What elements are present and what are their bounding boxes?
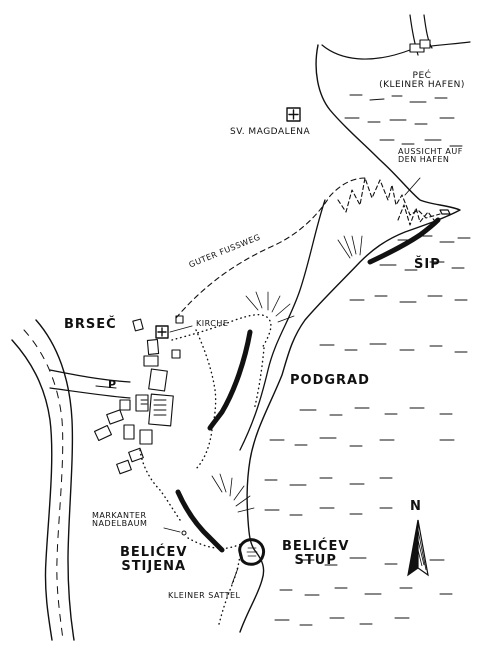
- coast-offshore: [321, 41, 471, 60]
- label-aussicht-2: DEN HAFEN: [398, 155, 450, 165]
- parking-line: [95, 385, 117, 389]
- nadelbaum-marker: [181, 530, 187, 536]
- label-belicev-stup-1: BELIĆEV: [282, 539, 350, 554]
- belicev-stup-rock: [238, 538, 266, 566]
- dotted-trails: [139, 313, 272, 629]
- ridge-outline: [239, 199, 326, 451]
- main-road-edge: [35, 319, 75, 641]
- crags: [175, 217, 441, 553]
- label-nadelbaum: NADELBAUM: [92, 519, 148, 529]
- village-hatching: [140, 399, 167, 416]
- main-road: [11, 339, 53, 641]
- crag-sip: [367, 217, 441, 265]
- label-pec-group: PEĆ (KLEINER HAFEN): [372, 71, 472, 91]
- label-pec-sub: (KLEINER HAFEN): [379, 80, 465, 91]
- crag-rays: [211, 235, 363, 513]
- village-road: [49, 369, 131, 399]
- label-brsec: BRSEČ: [64, 317, 117, 332]
- label-markanter: MARKANTER: [92, 511, 147, 520]
- label-belicev-stijena-2: STIJENA: [121, 558, 187, 574]
- label-podgrad: PODGRAD: [290, 373, 370, 388]
- label-aussicht: AUSSICHT AUF: [398, 147, 463, 156]
- label-kirche: KIRCHE: [196, 319, 229, 328]
- sea-hatching: [264, 94, 471, 626]
- label-sv-magdalena: SV. MAGDALENA: [230, 127, 311, 137]
- kleiner-sattel-pointer: [231, 567, 239, 585]
- label-parking: P: [108, 378, 118, 391]
- label-nadelbaum-group: MARKANTER NADELBAUM: [92, 511, 148, 529]
- footpath-dashed: [175, 177, 366, 319]
- label-belicev-stijena: BELIĆEV STIJENA: [120, 546, 187, 573]
- village-buildings: [93, 315, 184, 475]
- nadelbaum-pointer: [163, 527, 181, 533]
- crag-belicev-stijena: [175, 489, 225, 553]
- aussicht-pointer: [404, 177, 421, 196]
- label-belicev-stup-2: STUP: [294, 552, 337, 568]
- crag-podgrad: [207, 329, 253, 431]
- label-sip: ŠIP: [414, 257, 441, 272]
- kirche-pointer: [169, 325, 193, 333]
- pec-building: [409, 39, 431, 53]
- ridge-zigzag-2: [397, 204, 435, 226]
- magdalena-chapel: [286, 107, 301, 122]
- label-kleiner-sattel: KLEINER SATTEL: [168, 591, 241, 600]
- label-belicev-stijena-1: BELIĆEV: [120, 545, 188, 560]
- north-arrow: [407, 519, 429, 577]
- label-north: N: [410, 499, 422, 514]
- ridge-zigzag: [337, 177, 441, 219]
- label-aussicht-group: AUSSICHT AUF DEN HAFEN: [398, 147, 463, 165]
- label-pec: PEĆ: [412, 71, 432, 81]
- road-centerline: [23, 329, 64, 641]
- church-symbol: [155, 325, 169, 339]
- label-belicev-stup: BELIĆEV STUP: [282, 540, 349, 567]
- viewpoint: [439, 209, 451, 215]
- belicev-stup-inner: [246, 547, 258, 557]
